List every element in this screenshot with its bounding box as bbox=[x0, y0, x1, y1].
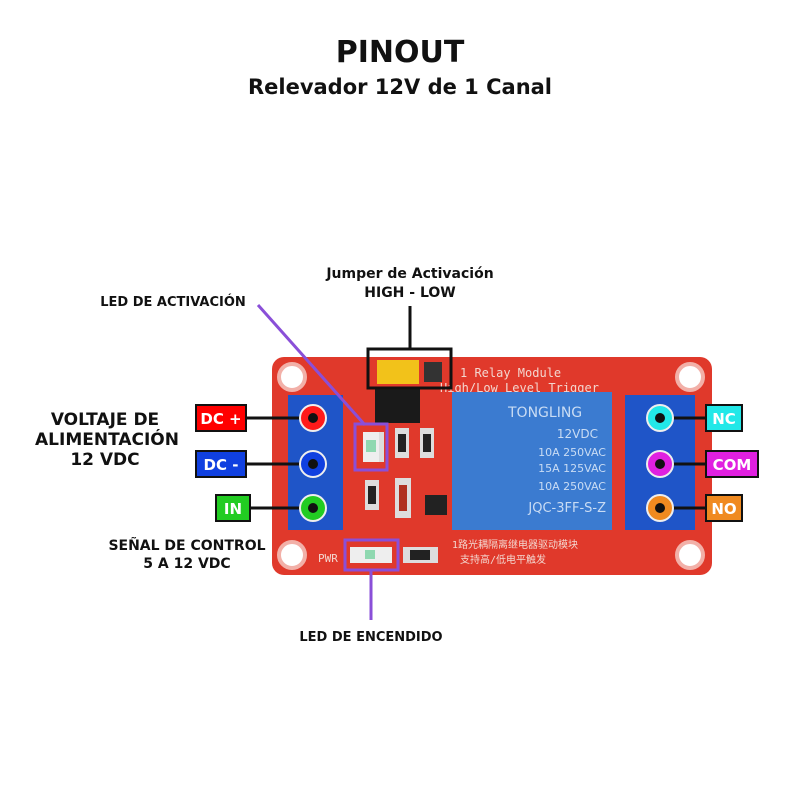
led-encendido-label: LED DE ENCENDIDO bbox=[299, 630, 442, 645]
relay-board: 1 Relay Module High/Low Level Trigger TO… bbox=[272, 357, 712, 575]
pin-dc-minus: DC - bbox=[195, 450, 327, 478]
led-activacion-label: LED DE ACTIVACIÓN bbox=[100, 294, 246, 310]
jumper-label: HIGH - LOW bbox=[364, 285, 455, 301]
pin-no: NO bbox=[646, 494, 743, 522]
pin-label: NO bbox=[711, 500, 736, 518]
pin-dc-plus: DC + bbox=[195, 404, 327, 432]
relay-label: JQC-3FF-S-Z bbox=[527, 501, 606, 516]
voltaje-label: 12 VDC bbox=[70, 450, 139, 470]
board-label: 1 Relay Module bbox=[460, 366, 561, 380]
title: PINOUT bbox=[336, 35, 465, 70]
pin-nc: NC bbox=[646, 404, 743, 432]
board-label: 1路光耦隔离继电器驱动模块 bbox=[452, 538, 578, 551]
relay-label: 12VDC bbox=[557, 427, 598, 441]
board-label: High/Low Level Trigger bbox=[440, 381, 599, 395]
relay-label: 15A 125VAC bbox=[538, 462, 606, 475]
pin-label: DC - bbox=[204, 456, 239, 474]
voltaje-label: ALIMENTACIÓN bbox=[35, 428, 179, 450]
voltaje-label: VOLTAJE DE bbox=[51, 410, 159, 430]
relay-label: 10A 250VAC bbox=[538, 446, 606, 459]
pin-label: IN bbox=[224, 500, 242, 518]
pin-com: COM bbox=[646, 450, 759, 478]
jumper-label: Jumper de Activación bbox=[325, 266, 493, 282]
relay bbox=[452, 392, 612, 530]
pin-label: NC bbox=[712, 410, 736, 428]
pin-label: DC + bbox=[200, 410, 241, 428]
subtitle: Relevador 12V de 1 Canal bbox=[248, 75, 552, 99]
led-activacion-highlight bbox=[353, 422, 389, 472]
relay-label: 10A 250VAC bbox=[538, 480, 606, 493]
senal-label: 5 A 12 VDC bbox=[143, 556, 230, 572]
board-label: 支持高/低电平触发 bbox=[460, 553, 546, 566]
pin-label: COM bbox=[713, 456, 752, 474]
pin-in: IN bbox=[215, 494, 327, 522]
relay-label: TONGLING bbox=[507, 405, 582, 421]
board-label: PWR bbox=[318, 552, 338, 565]
jumper bbox=[377, 360, 419, 384]
senal-label: SEÑAL DE CONTROL bbox=[108, 537, 265, 554]
